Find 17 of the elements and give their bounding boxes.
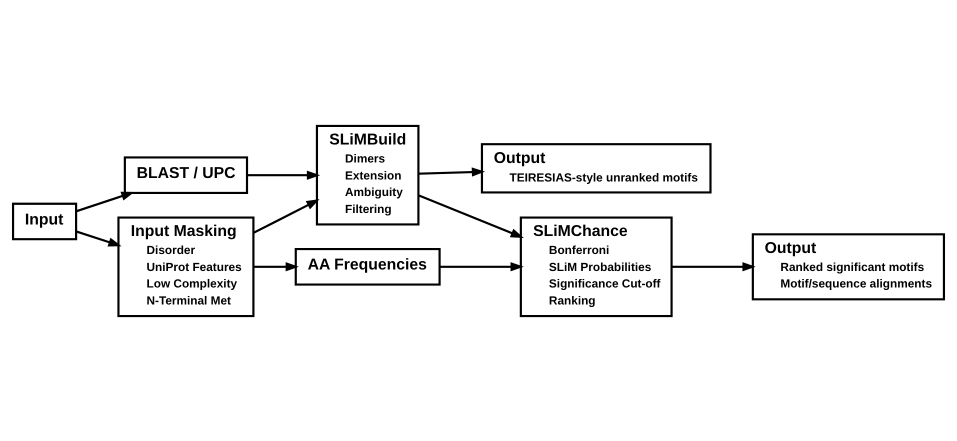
arrow (418, 166, 486, 176)
node-box: Input Masking Disorder UniProt Features Low Complexity N-Terminal Met (117, 216, 254, 317)
arrow (418, 194, 524, 238)
arrow (253, 198, 320, 234)
node-box: SLiMBuild Dimers Extension Ambiguity Filtering (316, 124, 420, 226)
arrow (76, 230, 122, 246)
node-box: BLAST / UPC (124, 156, 248, 194)
node-box: Output TEIRESIAS-style unranked motifs (480, 142, 712, 194)
arrow (247, 170, 320, 180)
arrow (672, 262, 756, 271)
node-box: Output Ranked significant motifs Motif/sequence alignments (752, 232, 946, 300)
arrow (440, 262, 524, 271)
arrow (254, 262, 299, 271)
node-box: Input (12, 202, 78, 240)
node-box: AA Frequencies (294, 248, 441, 286)
arrow (76, 191, 135, 212)
node-box: SLiMChance Bonferroni SLiM Probabilities Significance Cut-off Ranking (520, 216, 673, 317)
